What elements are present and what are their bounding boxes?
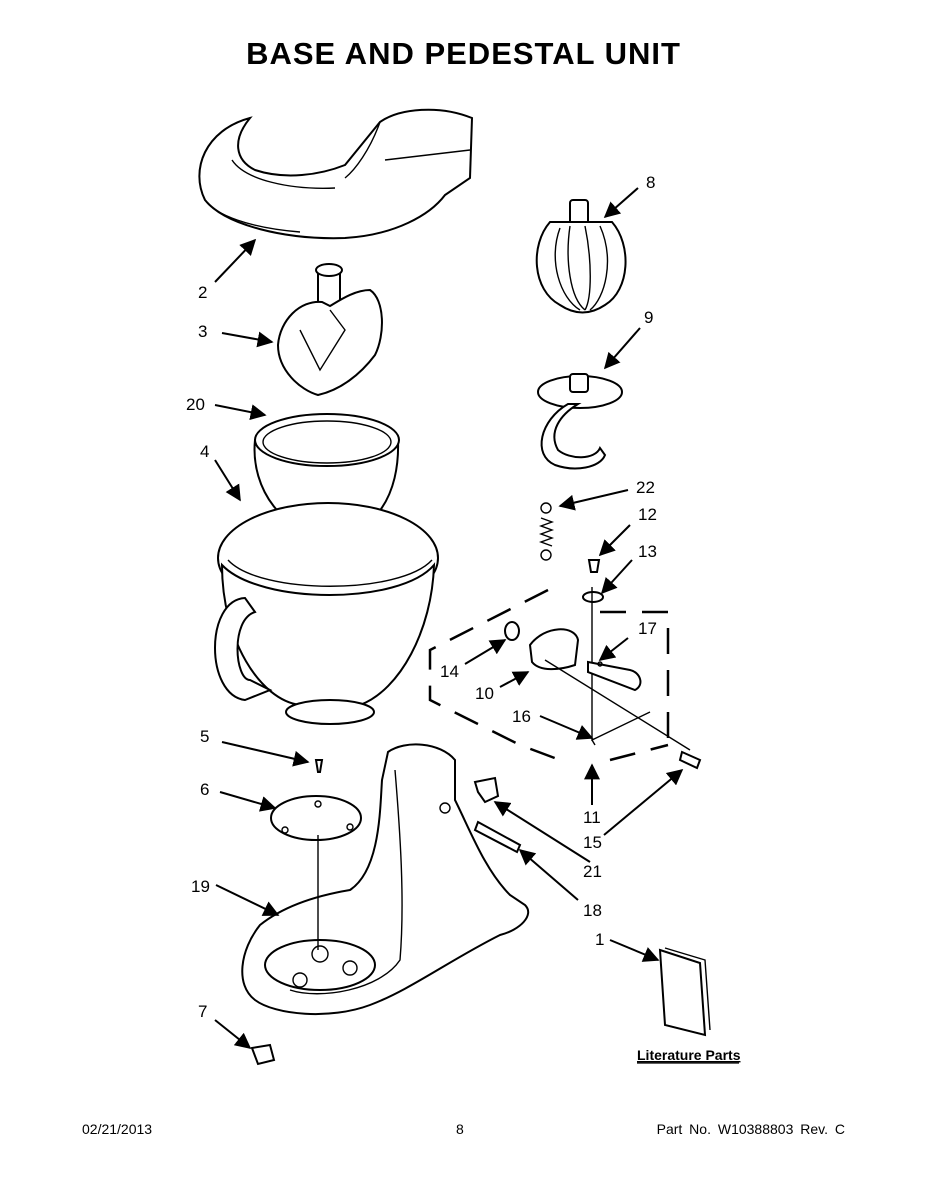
callout-7: 7 xyxy=(198,1002,207,1021)
callout-21: 21 xyxy=(583,862,602,881)
literature-booklet-part xyxy=(658,947,711,1037)
pedestal-base-part xyxy=(241,743,530,1066)
literature-parts-label: Literature Parts xyxy=(637,1047,741,1063)
wire-whip-part xyxy=(535,199,627,314)
footer-date: 02/21/2013 xyxy=(82,1121,153,1137)
spring-part xyxy=(538,502,555,561)
callout-13: 13 xyxy=(638,542,657,561)
footer-part-number: Part No. W10388803 Rev. C xyxy=(656,1121,845,1137)
callout-14: 14 xyxy=(440,662,459,681)
pouring-shield-part xyxy=(198,108,474,240)
leader-lines xyxy=(214,187,684,1049)
footer-page-number: 8 xyxy=(456,1121,464,1137)
callout-labels: 2 3 20 4 5 6 19 7 8 9 22 12 13 17 14 10 … xyxy=(186,173,657,1021)
callout-16: 16 xyxy=(512,707,531,726)
callout-4: 4 xyxy=(200,442,209,461)
callout-22: 22 xyxy=(636,478,655,497)
lever-assembly-parts xyxy=(504,587,702,770)
callout-6: 6 xyxy=(200,780,209,799)
bowl-part xyxy=(214,502,439,725)
callout-10: 10 xyxy=(475,684,494,703)
callout-11: 11 xyxy=(583,808,601,827)
callout-15: 15 xyxy=(583,833,602,852)
screw-and-washer-parts xyxy=(582,559,604,603)
callout-1: 1 xyxy=(595,930,604,949)
callout-17: 17 xyxy=(638,619,657,638)
flat-beater-part xyxy=(276,263,383,397)
callout-18: 18 xyxy=(583,901,602,920)
callout-8: 8 xyxy=(646,173,655,192)
dough-hook-part xyxy=(537,373,623,470)
callout-19: 19 xyxy=(191,877,210,896)
callout-5: 5 xyxy=(200,727,209,746)
callout-2: 2 xyxy=(198,283,207,302)
callout-3: 3 xyxy=(198,322,207,341)
callout-20: 20 xyxy=(186,395,205,414)
lever-assembly-outline xyxy=(428,588,670,762)
page-title: BASE AND PEDESTAL UNIT xyxy=(246,36,681,71)
inner-bowl-part xyxy=(253,413,400,537)
callout-9: 9 xyxy=(644,308,653,327)
callout-12: 12 xyxy=(638,505,657,524)
